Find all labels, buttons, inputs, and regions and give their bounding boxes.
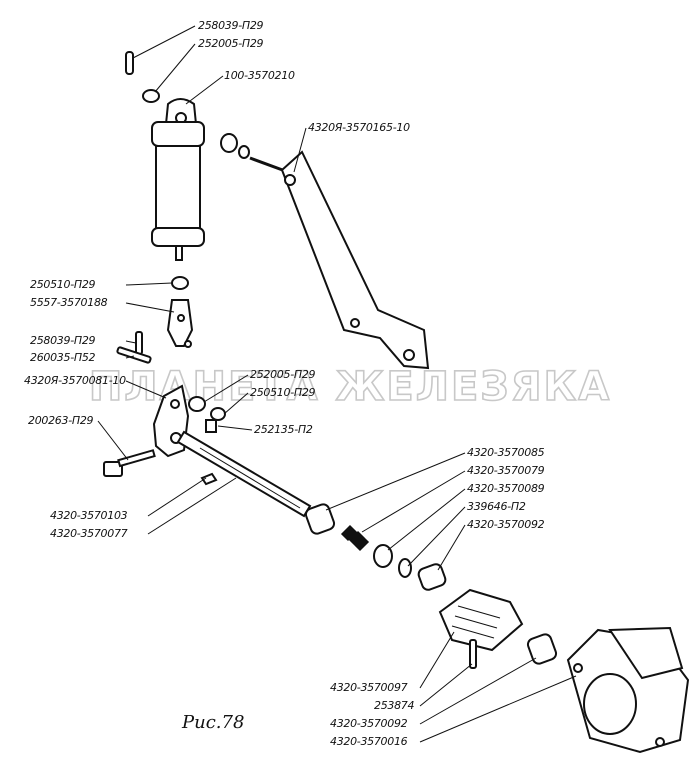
part-label: 250510-П29 xyxy=(250,386,316,399)
part-label: 4320-3570016 xyxy=(330,735,408,748)
part-label: 252005-П29 xyxy=(250,368,316,381)
pin-top xyxy=(125,51,134,75)
cover-plate xyxy=(438,588,524,652)
part-label: 260035-П52 xyxy=(30,351,96,364)
shaft xyxy=(176,430,312,518)
part-label: 253874 xyxy=(374,699,414,712)
snap-ring xyxy=(398,558,412,578)
part-label: 4320-3570085 xyxy=(467,446,545,459)
part-label: 339646-П2 xyxy=(467,500,526,513)
bushing-1 xyxy=(417,563,447,591)
washer-top xyxy=(142,89,160,103)
part-label: 4320Я-3570081-10 xyxy=(24,374,126,387)
clamp-bolt xyxy=(103,449,156,477)
key xyxy=(200,472,218,486)
part-label: 4320-3570092 xyxy=(330,717,408,730)
parts-drawing xyxy=(103,51,690,754)
spring xyxy=(340,524,370,552)
part-label: 4320-3570097 xyxy=(330,681,408,694)
nut-rod xyxy=(171,276,189,290)
part-label: 5557-3570188 xyxy=(30,296,108,309)
part-label: 252005-П29 xyxy=(198,37,264,50)
housing xyxy=(566,626,690,754)
part-labels: 258039-П29 252005-П29 100-3570210 4320Я-… xyxy=(24,19,545,748)
part-label: 100-3570210 xyxy=(224,69,295,82)
part-label: 4320-3570079 xyxy=(467,464,545,477)
needle-bearing xyxy=(304,503,336,535)
part-label: 4320-3570092 xyxy=(467,518,545,531)
leader-lines xyxy=(97,25,577,743)
cylinder xyxy=(151,98,205,261)
part-label: 250510-П29 xyxy=(30,278,96,291)
part-label: 4320Я-3570165-10 xyxy=(308,121,410,134)
washer-lever xyxy=(188,396,206,412)
part-label: 4320-3570103 xyxy=(50,509,128,522)
rod-end xyxy=(166,299,194,347)
part-label: 200263-П29 xyxy=(28,414,94,427)
part-label: 4320-3570077 xyxy=(50,527,128,540)
bolt-small xyxy=(116,346,152,364)
part-label: 258039-П29 xyxy=(30,334,96,347)
cover-bolt xyxy=(469,639,477,669)
part-label: 4320-3570089 xyxy=(467,482,545,495)
figure-caption: Рис.78 xyxy=(181,712,244,733)
bracket xyxy=(249,150,430,370)
part-label: 258039-П29 xyxy=(198,19,264,32)
washer-side xyxy=(220,133,238,153)
part-label: 252135-П2 xyxy=(254,423,313,436)
seal-ring xyxy=(373,544,393,568)
bushing-2 xyxy=(526,633,558,665)
pin-small xyxy=(135,331,143,355)
